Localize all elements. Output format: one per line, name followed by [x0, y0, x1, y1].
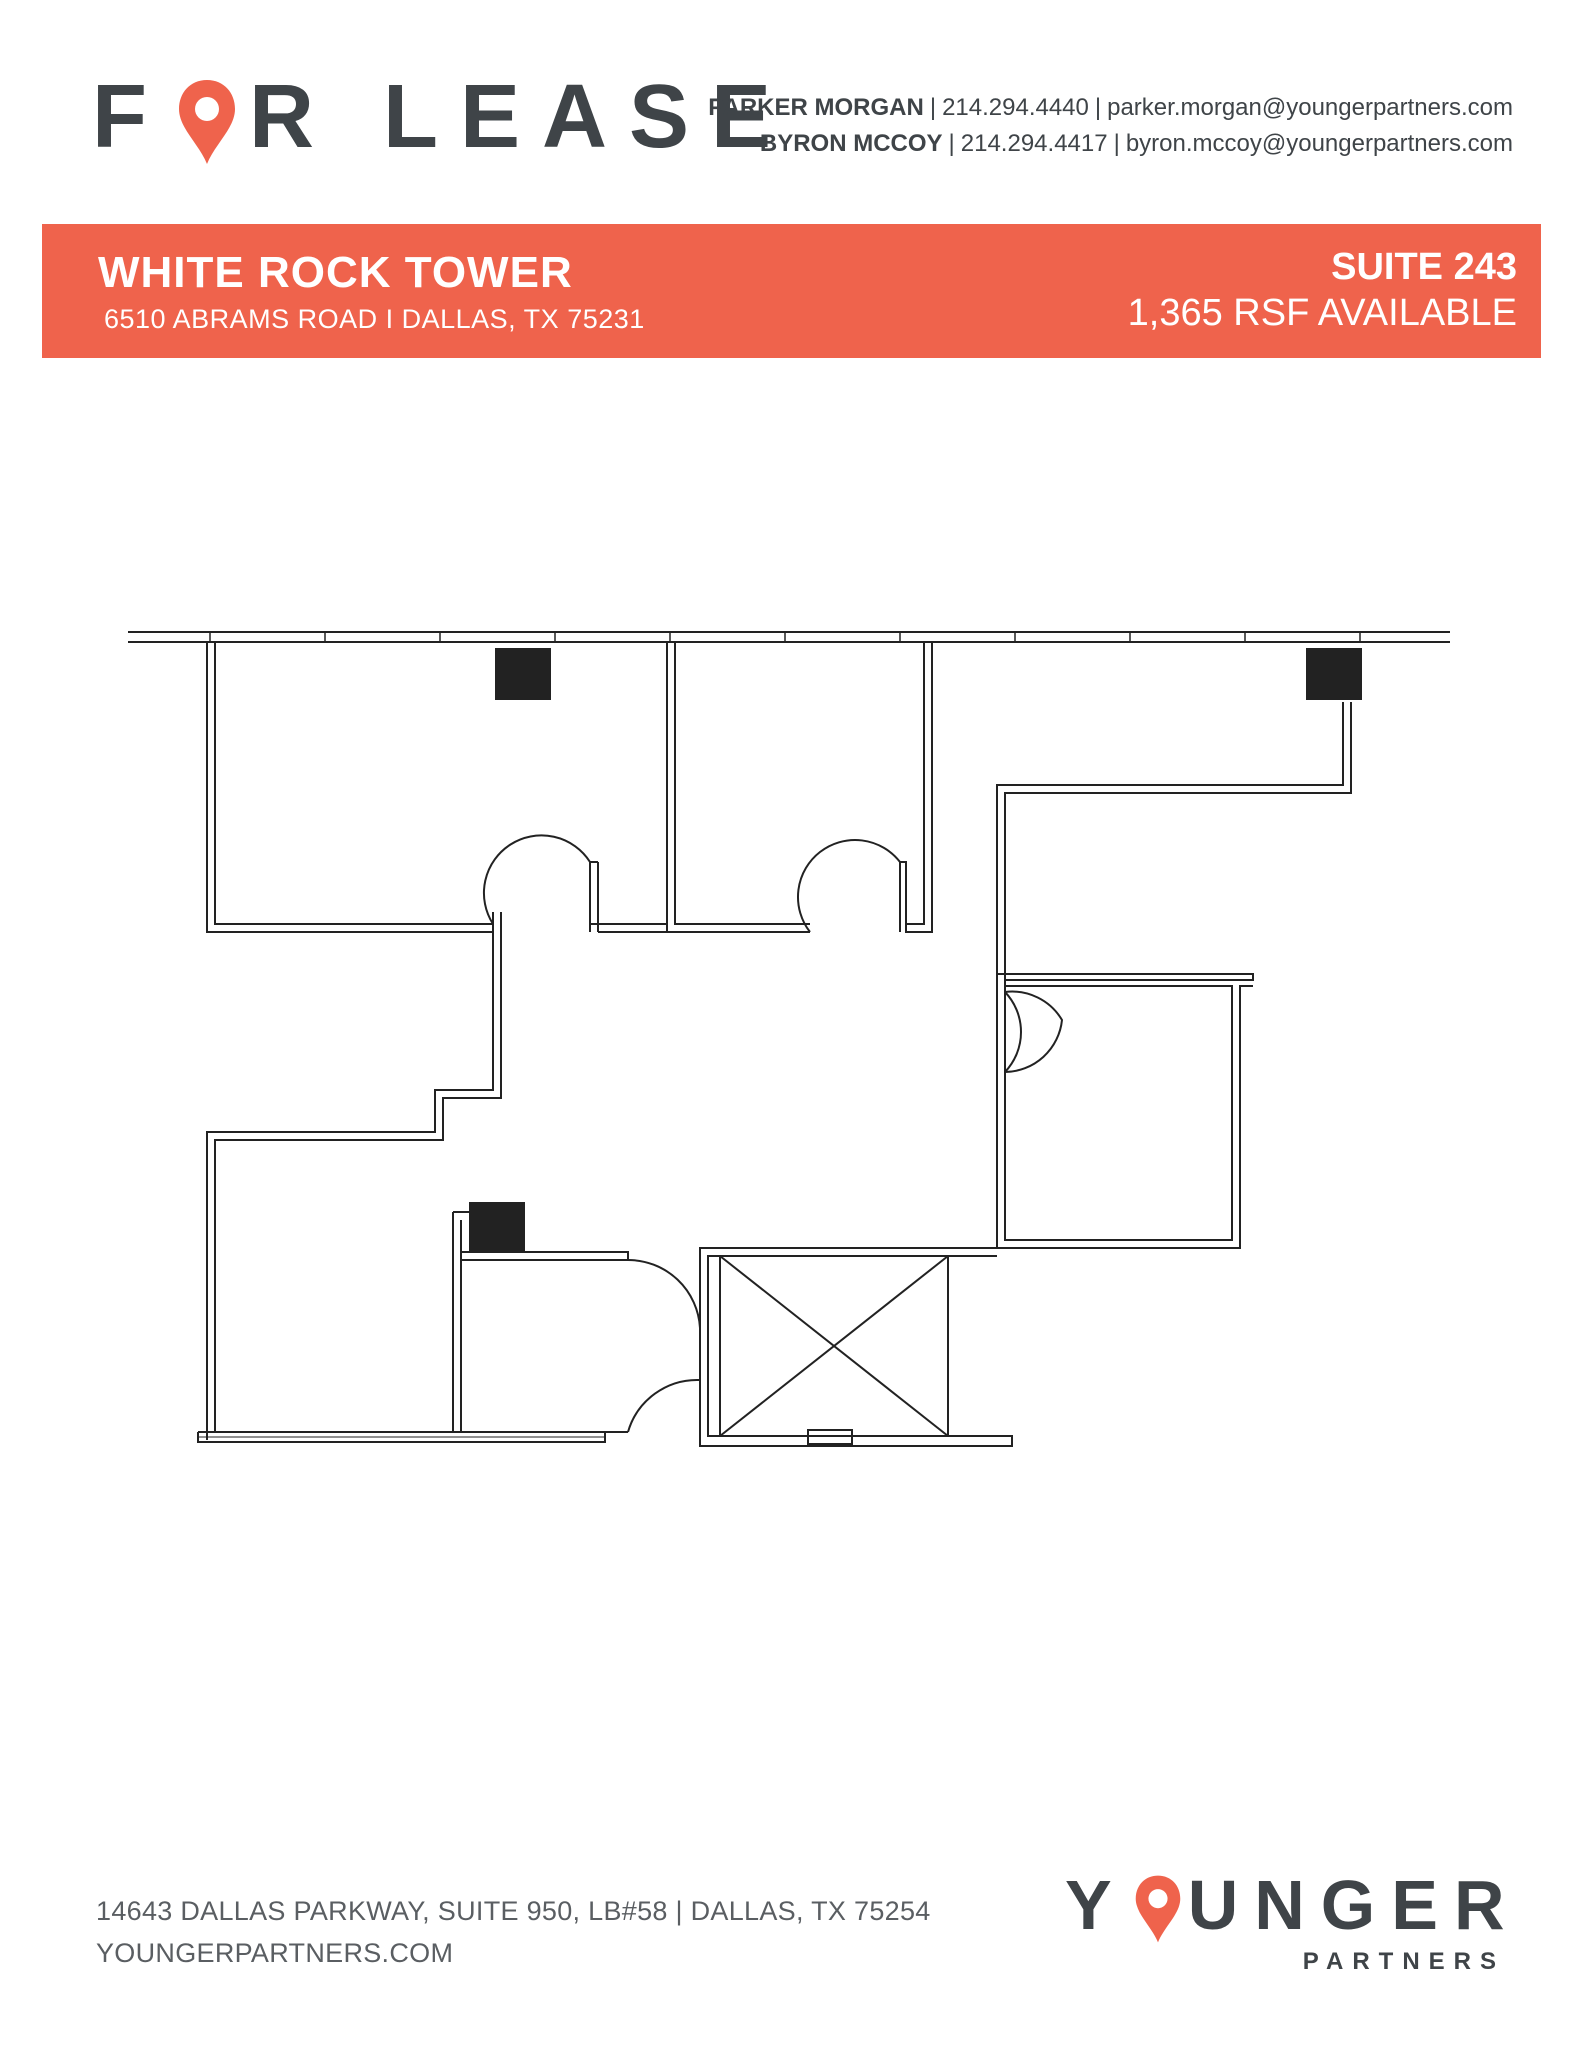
for-lease-logo: F R LEASE — [92, 72, 793, 166]
logo-left: Y — [1065, 1866, 1128, 1944]
location-pin-icon — [178, 80, 235, 164]
contact-email[interactable]: byron.mccoy@youngerpartners.com — [1125, 130, 1513, 157]
header: F R LEASE PARKER MORGAN|214.294.4440|par… — [0, 0, 1583, 220]
building-name: WHITE ROCK TOWER — [98, 248, 573, 297]
footer-address-block: 14643 DALLAS PARKWAY, SUITE 950, LB#58 |… — [96, 1890, 931, 1974]
contact-name: BYRON MCCOY — [759, 130, 943, 157]
separator: | — [1094, 94, 1102, 121]
property-banner: WHITE ROCK TOWER 6510 ABRAMS ROAD I DALL… — [42, 224, 1541, 358]
contact-email[interactable]: parker.morgan@youngerpartners.com — [1107, 94, 1513, 121]
title-left: F — [92, 67, 169, 167]
suite-number: SUITE 243 — [1331, 246, 1517, 288]
rsf-available: 1,365 RSF AVAILABLE — [1127, 292, 1517, 334]
contact-row: PARKER MORGAN|214.294.4440|parker.morgan… — [708, 90, 1513, 126]
website-link[interactable]: YOUNGERPARTNERS.COM — [96, 1938, 454, 1968]
logo-subtitle: PARTNERS — [1302, 1948, 1505, 1975]
logo-right: UNGER — [1187, 1866, 1521, 1944]
title-right: R LEASE — [248, 67, 794, 167]
office-address: 14643 DALLAS PARKWAY, SUITE 950, LB#58 |… — [96, 1896, 931, 1926]
contact-list: PARKER MORGAN|214.294.4440|parker.morgan… — [708, 90, 1513, 162]
floor-plan — [128, 631, 1450, 1447]
contact-phone[interactable]: 214.294.4440 — [942, 94, 1089, 121]
contact-row: BYRON MCCOY|214.294.4417|byron.mccoy@you… — [708, 126, 1513, 162]
separator: | — [1113, 130, 1120, 157]
younger-partners-logo: Y UNGER PARTNERS — [1065, 1870, 1505, 1980]
separator: | — [948, 130, 955, 157]
location-pin-icon — [1135, 1875, 1180, 1943]
building-address: 6510 ABRAMS ROAD I DALLAS, TX 75231 — [104, 304, 645, 334]
contact-name: PARKER MORGAN — [708, 94, 924, 121]
separator: | — [929, 94, 937, 121]
contact-phone[interactable]: 214.294.4417 — [960, 130, 1108, 157]
